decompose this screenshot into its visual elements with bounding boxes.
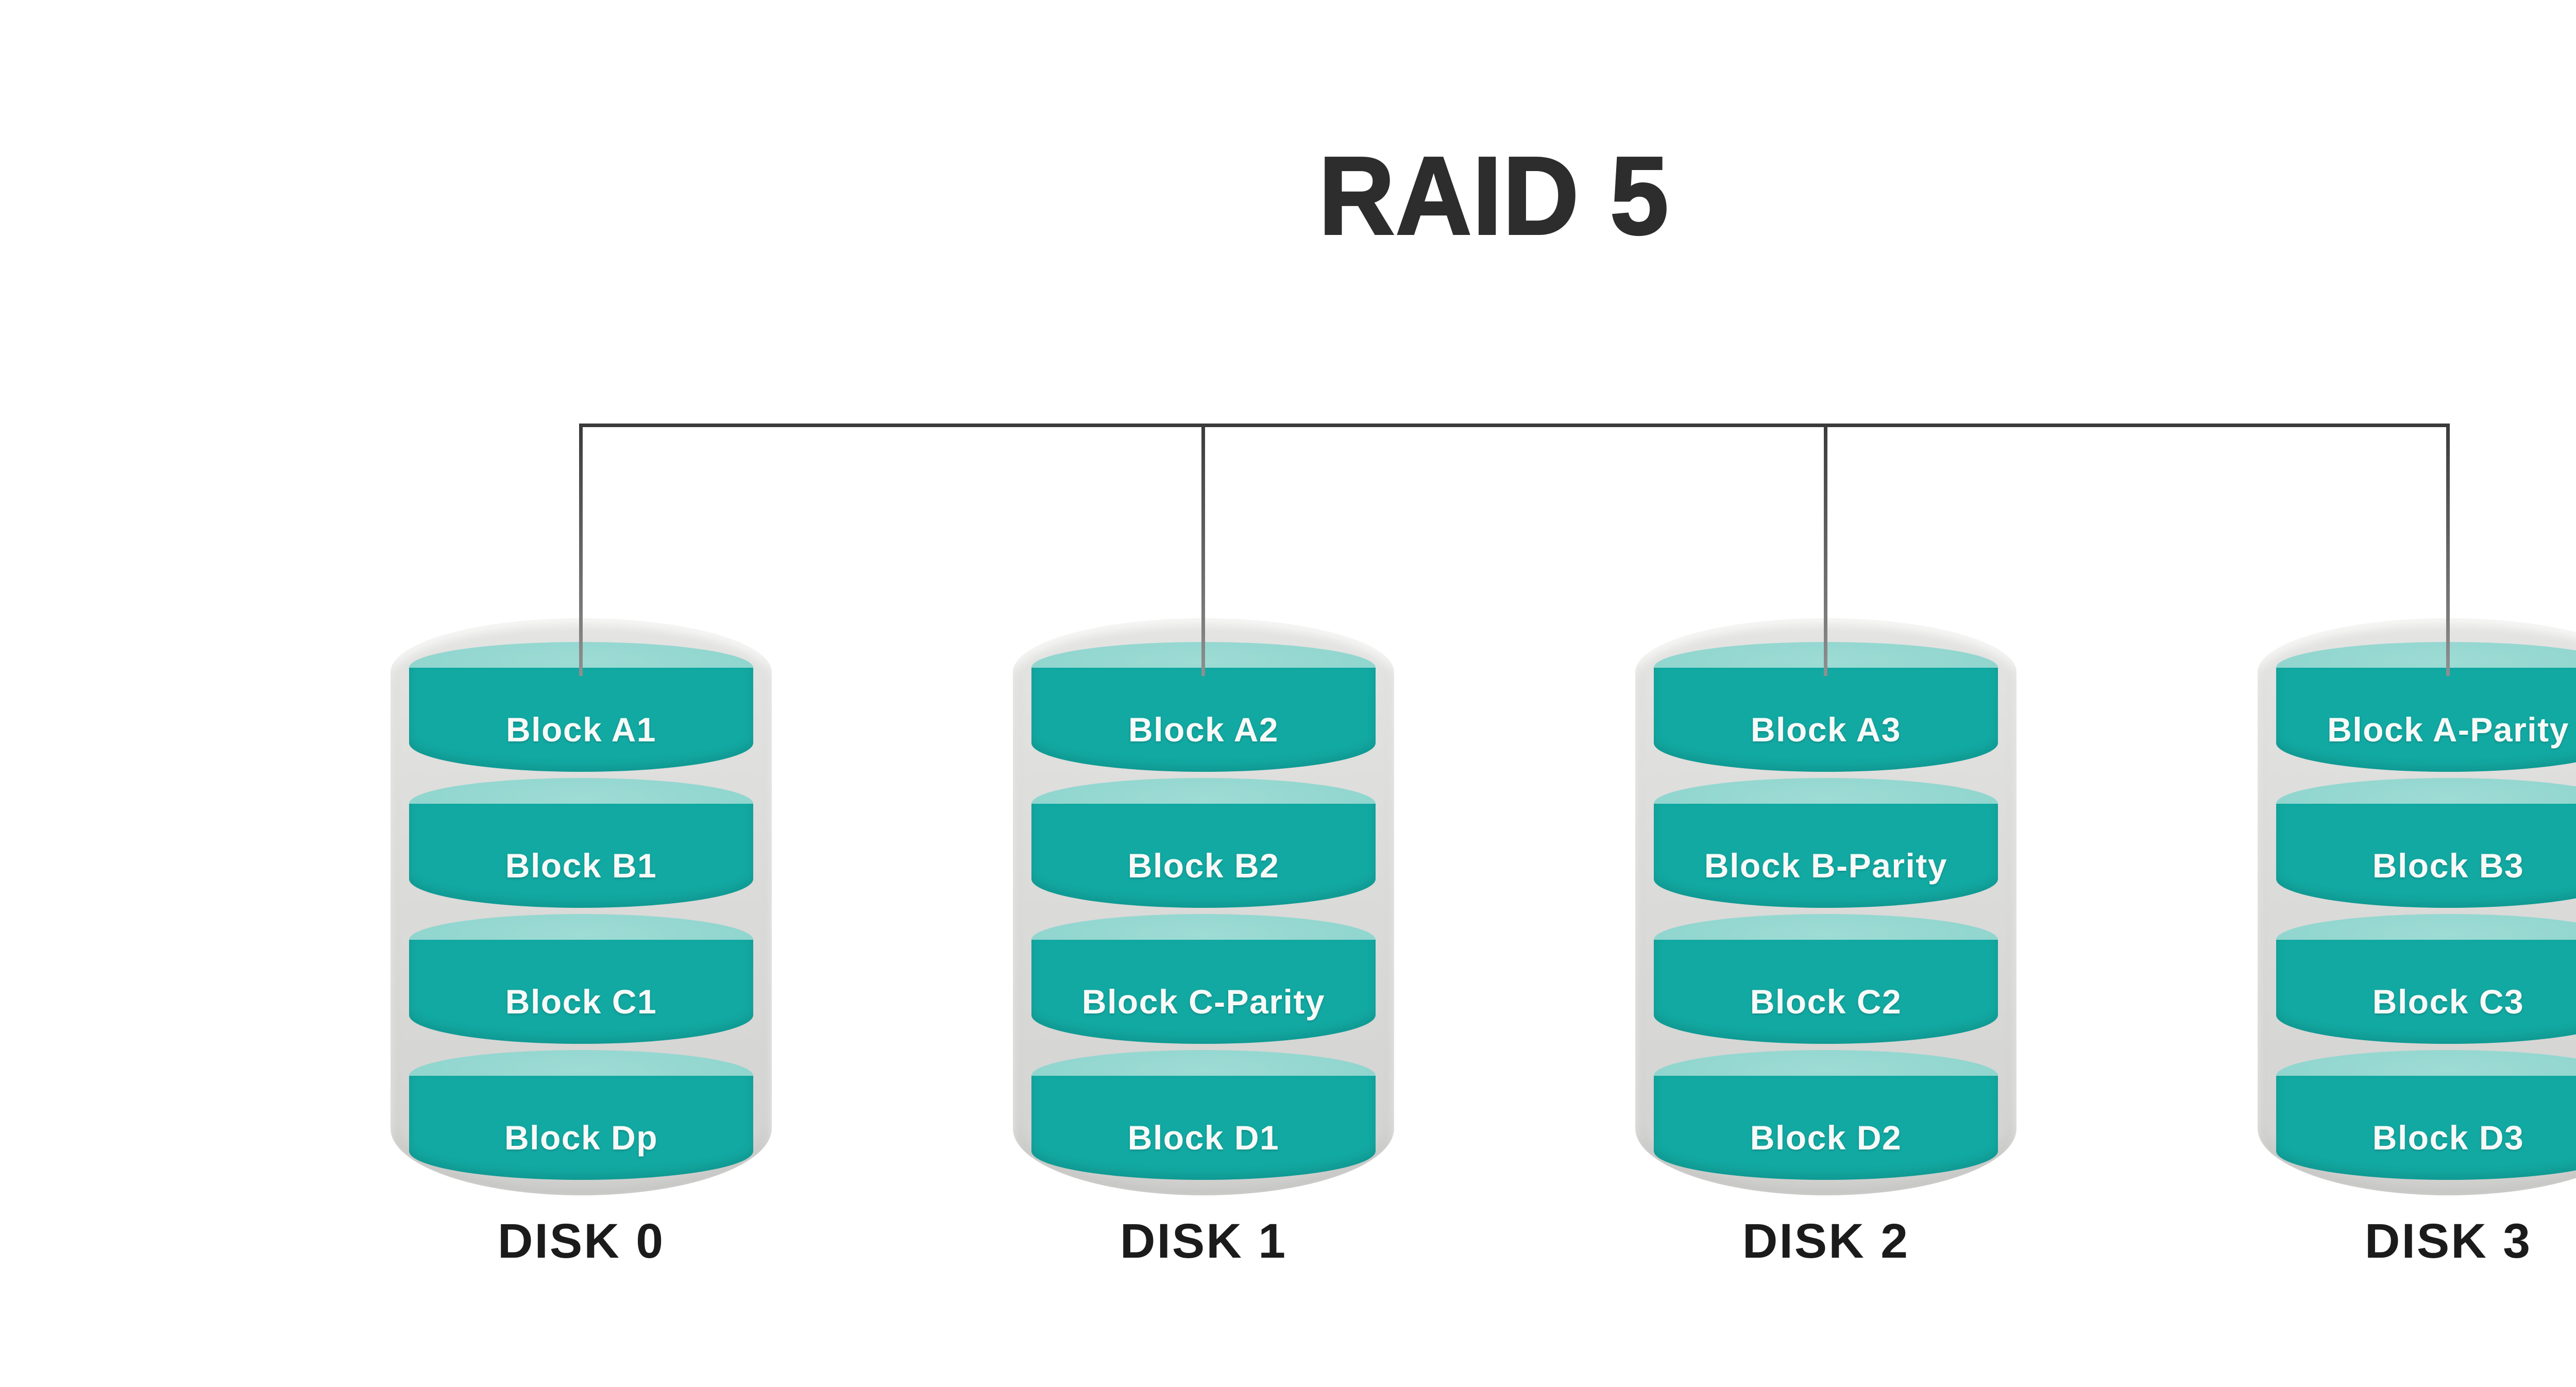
disk-1: Block A2 Block B2 Block C-Parity Block D… <box>1013 618 1394 1268</box>
disk-1-platter-3: Block D1 <box>1031 1050 1376 1180</box>
disk-1-platter-0: Block A2 <box>1031 642 1376 772</box>
platter-body <box>1654 940 1998 1044</box>
disk-0: Block A1 Block B1 Block C1 Block Dp DISK… <box>391 618 772 1268</box>
disk-3-platter-3: Block D3 <box>2276 1050 2576 1180</box>
disk-1-platter-1: Block B2 <box>1031 778 1376 908</box>
block-label: Block A-Parity <box>2327 711 2569 749</box>
platter-body <box>1031 668 1376 772</box>
platter-body <box>2276 668 2576 772</box>
disk-0-platter-1: Block B1 <box>409 778 753 908</box>
platter-body <box>2276 804 2576 908</box>
disk-label: DISK 0 <box>497 1214 665 1268</box>
disk-label: DISK 3 <box>2364 1214 2532 1268</box>
block-label: Block C2 <box>1750 983 1902 1021</box>
disk-2: Block A3 Block B-Parity Block C2 Block D… <box>1635 618 2016 1268</box>
platter-body <box>1654 1076 1998 1180</box>
platter-body <box>1031 940 1376 1044</box>
disk-0-platter-3: Block Dp <box>409 1050 753 1180</box>
bus-line-vertical-disk3 <box>2446 424 2450 676</box>
bus-line-horizontal <box>581 424 2448 427</box>
block-label: Block B3 <box>2372 847 2524 885</box>
disk-label: DISK 1 <box>1120 1214 1287 1268</box>
platter-body <box>2276 1076 2576 1180</box>
disk-2-platter-2: Block C2 <box>1654 914 1998 1044</box>
platter-body <box>1031 804 1376 908</box>
platter-body <box>409 1076 753 1180</box>
block-label: Block B-Parity <box>1704 847 1948 885</box>
bus-line-vertical-disk2 <box>1824 424 1827 676</box>
disk-label: DISK 2 <box>1742 1214 1910 1268</box>
block-label: Block A1 <box>506 711 656 749</box>
disk-3-platter-0: Block A-Parity <box>2276 642 2576 772</box>
platter-body <box>1654 804 1998 908</box>
block-label: Block A2 <box>1128 711 1279 749</box>
disk-0-platter-2: Block C1 <box>409 914 753 1044</box>
block-label: Block C3 <box>2372 983 2524 1021</box>
disk-3: Block A-Parity Block B3 Block C3 Block D… <box>2258 618 2576 1268</box>
disk-3-platter-2: Block C3 <box>2276 914 2576 1044</box>
block-label: Block B1 <box>505 847 657 885</box>
block-label: Block C1 <box>505 983 657 1021</box>
diagram-title: RAID 5 <box>1318 133 1670 258</box>
block-label: Block C-Parity <box>1081 983 1326 1021</box>
platter-body <box>409 940 753 1044</box>
platter-body <box>1031 1076 1376 1180</box>
platter-body <box>409 804 753 908</box>
disk-2-platter-1: Block B-Parity <box>1654 778 1998 908</box>
bus-line-vertical-disk0 <box>579 424 583 676</box>
block-label: Block D1 <box>1127 1119 1280 1157</box>
bus-line-vertical-disk1 <box>1201 424 1205 676</box>
platter-body <box>2276 940 2576 1044</box>
platter-body <box>409 668 753 772</box>
block-label: Block A3 <box>1751 711 1901 749</box>
disk-1-platter-2: Block C-Parity <box>1031 914 1376 1044</box>
block-label: Block B2 <box>1127 847 1280 885</box>
block-label: Block Dp <box>504 1119 658 1157</box>
platter-body <box>1654 668 1998 772</box>
disk-2-platter-3: Block D2 <box>1654 1050 1998 1180</box>
block-label: Block D2 <box>1750 1119 1902 1157</box>
block-label: Block D3 <box>2372 1119 2524 1157</box>
disk-3-platter-1: Block B3 <box>2276 778 2576 908</box>
